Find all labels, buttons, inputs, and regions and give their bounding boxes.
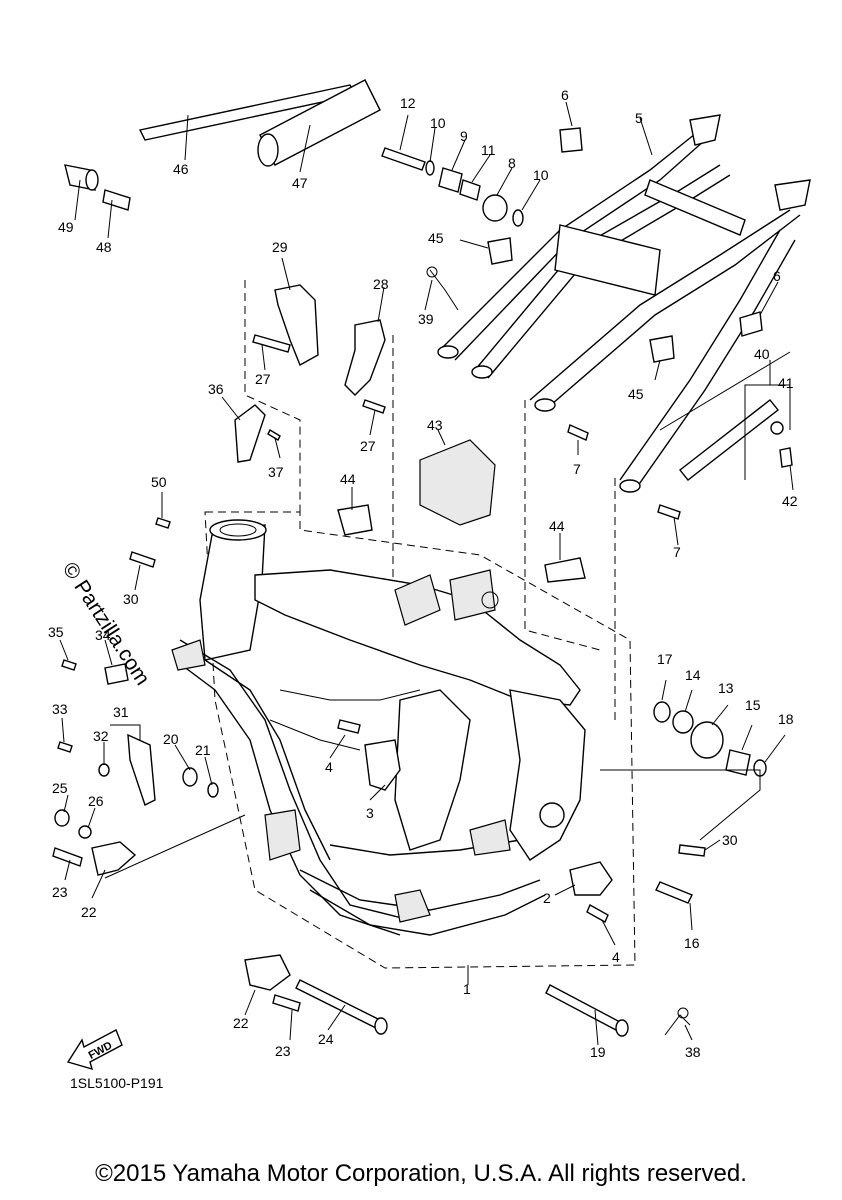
- small-parts: [52, 79, 793, 1071]
- callout-11: 11: [481, 142, 496, 158]
- callout-38: 38: [685, 1044, 701, 1060]
- callout-9: 9: [460, 128, 468, 144]
- callout-27a: 27: [255, 371, 271, 387]
- callout-1: 1: [463, 981, 471, 997]
- callout-30b: 30: [722, 832, 738, 848]
- callout-42: 42: [782, 493, 798, 509]
- bracket-29: [274, 284, 319, 366]
- callout-23b: 23: [275, 1043, 291, 1059]
- bolt-12: [381, 147, 426, 171]
- callout-44b: 44: [549, 518, 565, 534]
- bolt-19: [545, 984, 621, 1031]
- callout-34: 34: [95, 627, 111, 643]
- callout-45a: 45: [428, 230, 444, 246]
- callout-32: 32: [93, 728, 109, 744]
- callout-48: 48: [96, 239, 112, 255]
- callout-16: 16: [684, 935, 700, 951]
- callout-7b: 7: [673, 544, 681, 560]
- callout-36: 36: [208, 381, 224, 397]
- copyright-notice: ©2015 Yamaha Motor Corporation, U.S.A. A…: [95, 1160, 747, 1187]
- bracket-31: [127, 733, 156, 806]
- label-6-top: [559, 127, 583, 153]
- callout-45b: 45: [628, 386, 644, 402]
- callout-18: 18: [778, 711, 794, 727]
- bracket-2: [569, 861, 613, 896]
- callout-28: 28: [373, 276, 389, 292]
- callout-33: 33: [52, 701, 68, 717]
- callout-27b: 27: [360, 438, 376, 454]
- clip-38: [664, 1014, 691, 1036]
- main-frame: [171, 519, 586, 936]
- callout-20: 20: [163, 731, 179, 747]
- callout-37: 37: [268, 464, 284, 480]
- callout-23a: 23: [52, 884, 68, 900]
- callout-46: 46: [173, 161, 189, 177]
- bar-40: [679, 399, 779, 481]
- callout-41: 41: [778, 375, 794, 391]
- cover-43: [419, 439, 496, 526]
- callout-6a: 6: [561, 87, 569, 103]
- clip-34: [104, 663, 129, 685]
- callout-30a: 30: [123, 591, 139, 607]
- callout-13: 13: [718, 680, 734, 696]
- callout-4b: 4: [612, 949, 620, 965]
- callout-43: 43: [427, 417, 443, 433]
- callout-3: 3: [366, 805, 374, 821]
- callout-49: 49: [58, 219, 74, 235]
- callout-12: 12: [400, 95, 416, 111]
- callout-39: 39: [418, 311, 434, 327]
- callout-31: 31: [113, 704, 129, 720]
- callout-8: 8: [508, 155, 516, 171]
- callout-40: 40: [754, 346, 770, 362]
- callout-10a: 10: [430, 115, 446, 131]
- callout-2: 2: [543, 890, 551, 906]
- callout-21: 21: [195, 742, 211, 758]
- callout-19: 19: [590, 1044, 606, 1060]
- bolt-24: [295, 979, 381, 1029]
- bracket-3: [364, 739, 401, 791]
- callout-5: 5: [635, 110, 643, 126]
- leader-lines: [59, 101, 794, 1046]
- bracket-22-bottom: [244, 954, 291, 991]
- callout-25: 25: [52, 780, 68, 796]
- fwd-arrow-icon: [66, 1029, 123, 1071]
- label-6-right: [739, 311, 763, 337]
- callout-24: 24: [318, 1031, 334, 1047]
- figure-code: 1SL5100-P191: [70, 1075, 164, 1091]
- callout-29: 29: [272, 239, 288, 255]
- bracket-22-left: [91, 841, 137, 876]
- callout-10b: 10: [533, 167, 549, 183]
- callout-35: 35: [48, 624, 64, 640]
- callout-22a: 22: [81, 904, 97, 920]
- callout-7a: 7: [573, 461, 581, 477]
- callout-15: 15: [745, 697, 761, 713]
- callout-labels: 1 2 3 4 4 5 6 6 7 7 8 9 10 10 11 12 13 1…: [48, 87, 798, 1060]
- callout-17: 17: [657, 651, 673, 667]
- callout-26: 26: [88, 793, 104, 809]
- callout-4a: 4: [325, 759, 333, 775]
- bracket-28: [344, 319, 386, 396]
- clip-36: [234, 404, 266, 463]
- callout-44a: 44: [340, 471, 356, 487]
- rear-subframe: [437, 114, 811, 493]
- callout-6b: 6: [773, 268, 781, 284]
- bolt-48: [102, 189, 131, 211]
- callout-22b: 22: [233, 1015, 249, 1031]
- callout-14: 14: [685, 667, 701, 683]
- callout-50: 50: [151, 474, 167, 490]
- callout-47: 47: [292, 175, 308, 191]
